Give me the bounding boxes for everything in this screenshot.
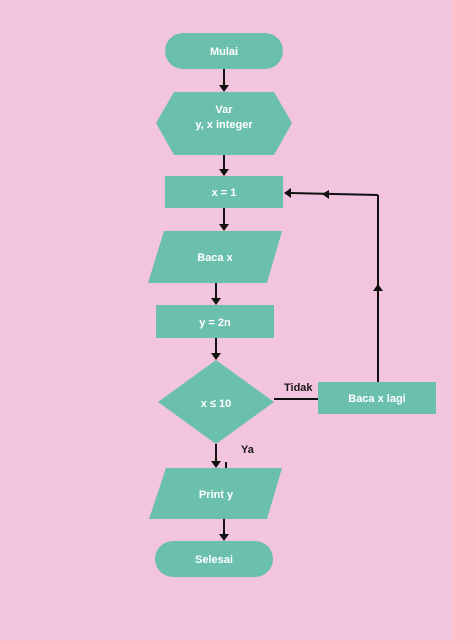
selesai-label: Selesai (195, 554, 233, 566)
node-var: Var y, x integer (156, 92, 292, 155)
arrowhead-decision (211, 353, 221, 360)
arrowhead-assign-y (211, 298, 221, 305)
arrowhead-print-y (211, 461, 221, 468)
print-y-label: Print y (199, 489, 234, 501)
node-decision: x ≤ 10 (158, 360, 274, 444)
node-print-y: Print y (149, 468, 282, 519)
arrowhead-assign-x (219, 169, 229, 176)
var-label-line2: y, x integer (195, 119, 253, 131)
var-label-line1: Var (215, 104, 233, 116)
node-assign-x: x = 1 (165, 176, 283, 208)
arrowhead-assign-x-loop (284, 188, 291, 198)
arrowhead-baca-x (219, 224, 229, 231)
node-selesai: Selesai (155, 541, 273, 577)
node-baca-x: Baca x (148, 231, 282, 283)
decision-label: x ≤ 10 (201, 398, 232, 410)
arrowhead-selesai (219, 534, 229, 541)
baca-x-lagi-label: Baca x lagi (348, 393, 405, 405)
mulai-label: Mulai (210, 46, 238, 58)
arrowhead-var (219, 85, 229, 92)
baca-x-label: Baca x (197, 252, 233, 264)
assign-y-label: y = 2n (199, 317, 231, 329)
edge-label-ya: Ya (241, 444, 255, 456)
node-mulai: Mulai (165, 33, 283, 69)
connectors (211, 69, 383, 541)
node-baca-x-lagi: Baca x lagi (318, 382, 436, 414)
edge-label-tidak: Tidak (284, 382, 313, 394)
node-assign-y: y = 2n (156, 305, 274, 338)
edge-loop-back (289, 192, 379, 196)
arrowhead-loop-up (373, 284, 383, 291)
arrowhead-loop-mid (322, 190, 329, 199)
assign-x-label: x = 1 (212, 187, 237, 199)
